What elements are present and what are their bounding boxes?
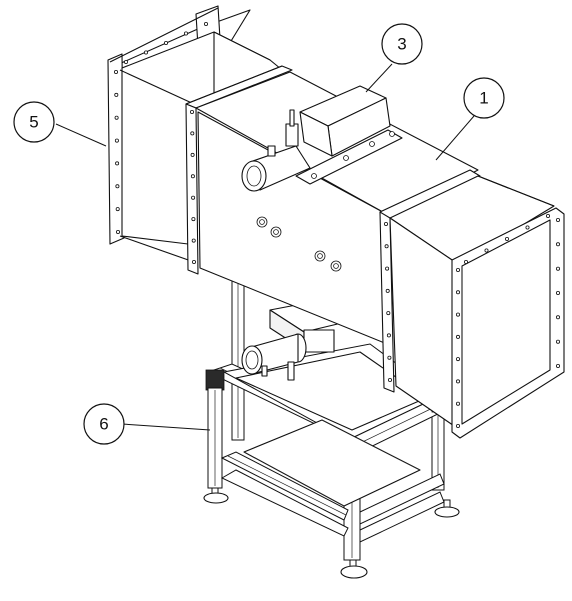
callout-1: 1 [463, 77, 505, 119]
flange-bolt-hole [387, 355, 392, 360]
flange-bolt-hole [385, 266, 390, 271]
flange-bolt-hole [556, 242, 561, 247]
flange-bolt-hole [190, 131, 195, 136]
flange-bolt-hole [386, 311, 391, 316]
flange-bolt-hole [504, 236, 509, 241]
flange-bolt-hole [385, 288, 390, 293]
flange-bolt-hole [455, 401, 460, 406]
flange-bolt-hole [455, 334, 460, 339]
callout-label: 1 [479, 89, 488, 108]
flange-bolt-hole [525, 225, 530, 230]
lower-sensor-assembly [241, 301, 347, 381]
inlet-flange [107, 5, 293, 263]
flange-bolt-hole [455, 267, 460, 272]
flange-bolt-hole [191, 195, 196, 200]
flange-bolt-hole [455, 379, 460, 384]
flange-bolt-hole [203, 21, 208, 26]
flange-bolt-hole [191, 217, 196, 222]
outlet-flange [451, 207, 565, 439]
flange-bolt-hole [124, 60, 129, 65]
callout-6: 6 [83, 403, 125, 445]
callout-label: 3 [397, 35, 406, 54]
flange-bolt-hole [163, 41, 168, 46]
flange-bolt-hole [191, 259, 196, 264]
sensor-housing [241, 85, 403, 192]
flange-bolt-hole [386, 333, 391, 338]
flange-bolt-hole [484, 248, 489, 253]
flange-bolt-hole [383, 221, 388, 226]
callout-3: 3 [381, 23, 423, 65]
flange-bolt-hole [463, 259, 468, 264]
flange-bolt-hole [114, 70, 119, 75]
flange-bolt-hole [556, 266, 561, 271]
callout-label: 6 [99, 415, 108, 434]
flange-bolt-hole [190, 152, 195, 157]
callout-label: 5 [29, 113, 38, 132]
flange-bolt-hole [455, 290, 460, 295]
flange-bolt-hole [115, 184, 120, 189]
flange-bolt-hole [556, 217, 561, 222]
flange-bolt-hole [556, 339, 561, 344]
flange-bolt-hole [115, 207, 120, 212]
flange-bolt-hole [556, 363, 561, 368]
flange-bolt-hole [190, 174, 195, 179]
flange-bolt-hole [143, 50, 148, 55]
flange-bolt-hole [114, 138, 119, 143]
flange-bolt-hole [115, 161, 120, 166]
flange-bolt-hole [114, 115, 119, 120]
flange-bolt-hole [556, 315, 561, 320]
flange-bolt-hole [384, 244, 389, 249]
flange-bolt-hole [455, 423, 460, 428]
leader-lines [55, 63, 475, 431]
flange-bolt-hole [455, 312, 460, 317]
flange-bolt-hole [183, 31, 188, 36]
flange-bolt-hole [455, 357, 460, 362]
flange-bolt-hole [114, 92, 119, 97]
flange-bolt-hole [556, 290, 561, 295]
callout-5: 5 [13, 101, 55, 143]
flange-bolt-hole [546, 213, 551, 218]
flange-bolt-hole [387, 377, 392, 382]
flange-bolt-hole [116, 229, 121, 234]
flange-bolt-hole [189, 110, 194, 115]
flange-bolt-hole [191, 238, 196, 243]
